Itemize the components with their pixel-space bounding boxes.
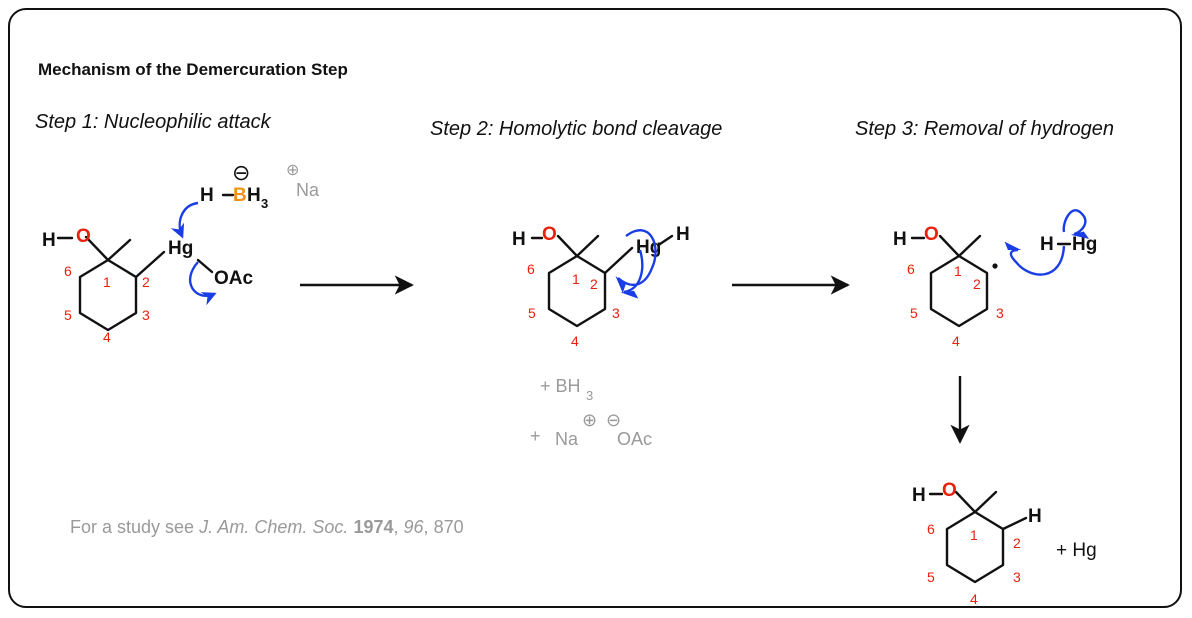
step-3-molecule: H O H Hg 1 2 3 4 5 6 [893, 209, 1097, 349]
final-product-molecule: H O H + Hg 1 2 3 4 5 6 [912, 480, 1097, 607]
ring4-c3-number: 3 [1013, 569, 1021, 585]
ring1-c2-number: 2 [142, 274, 150, 290]
ring2-c1-number: 1 [572, 271, 580, 287]
ring1-c5-number: 5 [64, 307, 72, 323]
curved-arrow-hg-oac-cleavage [188, 261, 217, 306]
borohydride-h3-label: H [247, 185, 261, 206]
ring1-c1-number: 1 [103, 274, 111, 290]
ring2-c2-number: 2 [590, 276, 598, 292]
sodium-label: Na [296, 180, 320, 200]
step-3-label: Step 3: Removal of hydrogen [855, 118, 1115, 140]
ring2-c5-number: 5 [528, 305, 536, 321]
reference-page: 870 [433, 517, 464, 537]
ring3-c3-number: 3 [996, 305, 1004, 321]
borohydride-charge: ⊖ [232, 160, 250, 185]
ring4-c6-number: 6 [927, 521, 935, 537]
ring3-c6-number: 6 [907, 261, 915, 277]
byproduct-oac-charge: ⊖ [606, 410, 621, 430]
step-2-label: Step 2: Homolytic bond cleavage [430, 118, 723, 140]
hydride-h-label: H [200, 185, 214, 206]
byproduct-oac: OAc [617, 429, 652, 449]
hydroxyl-h-label: H [912, 485, 926, 506]
ring-2-bonds [530, 234, 674, 328]
ring1-c3-number: 3 [142, 307, 150, 323]
new-h-label: H [1028, 506, 1042, 527]
fishhook-arrow-hg-h-1 [1062, 209, 1090, 239]
ring3-c2-number: 2 [973, 276, 981, 292]
hydroxyl-h-label: H [512, 229, 526, 250]
ring2-c3-number: 3 [612, 305, 620, 321]
byproduct-na: Na [555, 429, 579, 449]
byproduct-na-charge: ⊕ [582, 410, 597, 430]
ring-3-bonds [910, 234, 1072, 328]
reference-prefix: For a study see [70, 517, 200, 537]
ring2-c4-number: 4 [571, 333, 579, 349]
ring-4-bonds [928, 490, 1028, 584]
byproduct-bh3-subscript: 3 [586, 388, 593, 403]
hydroxyl-h-label: H [893, 229, 907, 250]
diagram-title: Mechanism of the Demercuration Step [38, 60, 348, 79]
radical-dot [992, 263, 998, 269]
step-2-molecule: H O Hg H 1 2 3 4 5 6 + BH 3 + Na ⊕ ⊖ OAc [512, 224, 690, 449]
reference-journal: J. Am. Chem. Soc. [199, 517, 349, 537]
reference-sep-2: , [423, 517, 434, 537]
sodium-charge: ⊕ [286, 162, 299, 179]
byproduct-naoac-plus: + [530, 426, 541, 446]
ring3-c5-number: 5 [910, 305, 918, 321]
ring3-c1-number: 1 [954, 263, 962, 279]
oxygen-label: O [76, 226, 91, 247]
ring1-c6-number: 6 [64, 263, 72, 279]
fishhook-arrow-hg-h-2 [1004, 241, 1066, 276]
reference-year: 1974 [353, 517, 394, 537]
ring4-c1-number: 1 [970, 527, 978, 543]
byproduct-bh3: + BH [540, 376, 581, 396]
mercury-label: Hg [636, 237, 661, 258]
hg-h-label: H [1040, 234, 1054, 255]
fishhook-arrow-homolysis [615, 229, 657, 294]
mercury-label: Hg [168, 238, 193, 259]
ring4-c5-number: 5 [927, 569, 935, 585]
fishhook-arrow-homolysis-2 [620, 249, 644, 299]
step-1-molecule: H O Hg OAc H B H 3 ⊖ ⊕ Na 1 2 3 4 5 6 [42, 160, 320, 345]
mercury-h-label: H [676, 224, 690, 245]
step-1-label: Step 1: Nucleophilic attack [35, 111, 271, 133]
mercury-label: Hg [1072, 234, 1097, 255]
boron-label: B [233, 185, 247, 206]
byproduct-mercury: + Hg [1056, 540, 1097, 561]
ring-1-bonds [56, 193, 235, 332]
reference-sep-1: , [393, 517, 404, 537]
reference-citation: For a study see J. Am. Chem. Soc. 1974, … [70, 517, 464, 538]
ring3-c4-number: 4 [952, 333, 960, 349]
oxygen-label: O [542, 224, 557, 245]
ring1-c4-number: 4 [103, 329, 111, 345]
hydroxyl-h-label: H [42, 230, 56, 251]
acetate-label: OAc [214, 268, 254, 289]
oxygen-label: O [942, 480, 957, 501]
oxygen-label: O [924, 224, 939, 245]
ring4-c4-number: 4 [970, 591, 978, 607]
ring4-c2-number: 2 [1013, 535, 1021, 551]
ring2-c6-number: 6 [527, 261, 535, 277]
reference-volume: 96 [403, 517, 424, 537]
borohydride-subscript: 3 [261, 196, 268, 211]
curved-arrow-hydride-to-hg [170, 201, 199, 239]
